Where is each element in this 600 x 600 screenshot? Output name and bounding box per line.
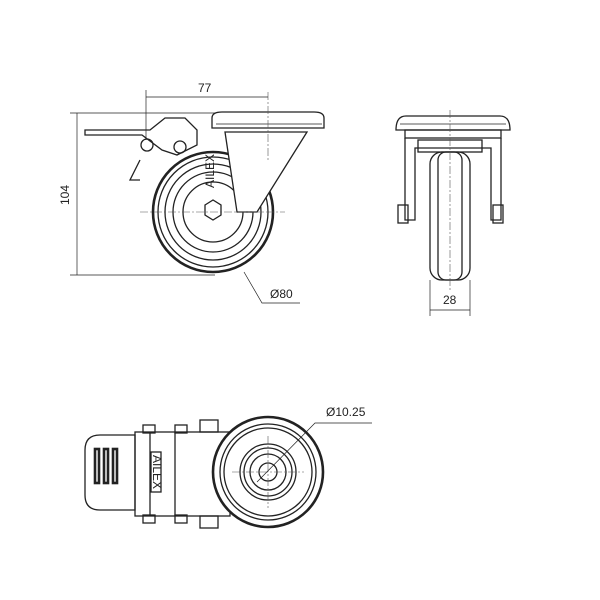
dim-104-label: 104 bbox=[58, 185, 72, 205]
dimension-wheel-width: 28 bbox=[429, 280, 471, 316]
bottom-logo: AILEX bbox=[150, 455, 164, 489]
frame-logo: AILEX bbox=[203, 154, 217, 188]
dimension-bolt-hole: Ø10.25 bbox=[256, 405, 372, 483]
dim-77-label: 77 bbox=[198, 81, 212, 95]
dimension-overall-height: 104 bbox=[58, 112, 215, 276]
bottom-view: AILEX bbox=[84, 415, 325, 529]
side-view: AILEX bbox=[84, 92, 325, 274]
dim-80-label: Ø80 bbox=[270, 287, 293, 301]
front-view bbox=[395, 110, 511, 290]
dimension-swivel-offset: 77 bbox=[145, 81, 268, 140]
dim-28-label: 28 bbox=[443, 293, 457, 307]
dim-10-25-label: Ø10.25 bbox=[326, 405, 366, 419]
dimension-wheel-diameter: Ø80 bbox=[243, 271, 300, 304]
